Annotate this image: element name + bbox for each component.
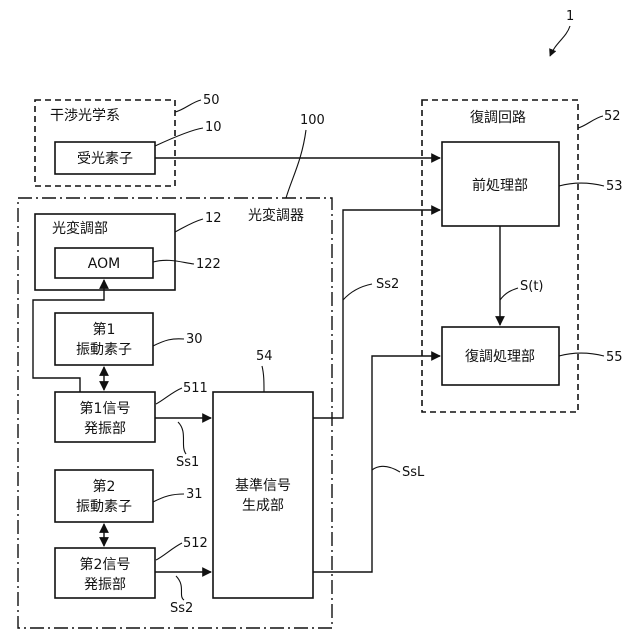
aom-ref: 122 (196, 257, 221, 272)
interference-optics-ref: 50 (203, 93, 220, 108)
signal-oscillator-1-block: 第1信号 発振部 511 (55, 381, 208, 442)
signal-ss2-osc-label: Ss2 (170, 601, 193, 616)
aom-block: AOM 122 (55, 248, 221, 278)
demodulation-circuit-ref: 52 (604, 109, 621, 124)
signal-oscillator-2-line2: 発振部 (84, 577, 126, 593)
signal-oscillator-2-ref: 512 (183, 536, 208, 551)
signal-st-label: S(t) (520, 279, 544, 294)
vibration-element-1-line2: 振動素子 (76, 342, 132, 358)
optical-modulator-ref: 100 (300, 113, 325, 128)
reference-signal-generator-block: 基準信号 生成部 54 (213, 349, 313, 598)
vibration-element-2-line1: 第2 (93, 478, 116, 495)
preprocessing-ref: 53 (606, 179, 623, 194)
vibration-element-2-line2: 振動素子 (76, 499, 132, 515)
signal-oscillator-2-block: 第2信号 発振部 512 (55, 536, 208, 598)
vibration-element-1-ref: 30 (186, 332, 203, 347)
preprocessing-label: 前処理部 (472, 177, 528, 194)
reference-signal-generator-line2: 生成部 (242, 498, 284, 514)
light-receiver-ref: 10 (205, 120, 222, 135)
signal-ss1-label: Ss1 (176, 455, 199, 470)
reference-signal-generator-line1: 基準信号 (235, 477, 291, 494)
preprocessing-block: 前処理部 53 (442, 142, 623, 226)
demodulation-processing-block: 復調処理部 55 (442, 327, 623, 385)
light-receiver-label: 受光素子 (77, 151, 133, 167)
reference-signal-generator-ref: 54 (256, 349, 273, 364)
vibration-element-2-ref: 31 (186, 487, 203, 502)
vibration-element-2-block: 第2 振動素子 31 (55, 470, 203, 522)
ss2-to-preprocess-arrow (313, 210, 440, 418)
optical-modulation-ref: 12 (205, 211, 222, 226)
optical-modulator-label: 光変調器 (248, 207, 304, 224)
aom-label: AOM (88, 256, 120, 272)
signal-oscillator-1-line2: 発振部 (84, 421, 126, 437)
vibration-element-1-block: 第1 振動素子 30 (55, 313, 203, 365)
signal-oscillator-2-line1: 第2信号 (80, 556, 131, 573)
demodulation-processing-label: 復調処理部 (465, 348, 535, 365)
light-receiver-block: 受光素子 10 (55, 120, 222, 174)
demodulation-circuit-label: 復調回路 (470, 109, 526, 126)
figure-number: 1 (566, 9, 574, 24)
figure-reference: 1 (550, 9, 574, 56)
vibration-element-1-line1: 第1 (93, 321, 116, 338)
signal-ssl-label: SsL (402, 465, 425, 480)
optical-modulation-label: 光変調部 (52, 220, 108, 237)
signal-oscillator-1-ref: 511 (183, 381, 208, 396)
interference-optics-label: 干渉光学系 (50, 108, 120, 124)
signal-oscillator-1-line1: 第1信号 (80, 400, 131, 417)
demodulation-processing-ref: 55 (606, 350, 623, 365)
signal-ss2-out-label: Ss2 (376, 277, 399, 292)
